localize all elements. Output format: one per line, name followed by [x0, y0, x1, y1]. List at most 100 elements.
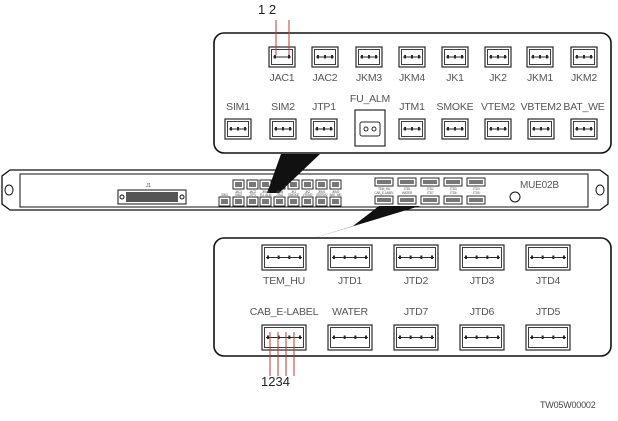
connector-jtd7-pin	[431, 335, 433, 339]
connector-jtm1-pin	[418, 127, 420, 131]
connector-water-pin	[354, 335, 357, 339]
connector-jac1-pin	[288, 55, 290, 59]
device-silk-row2: FU_ALM	[259, 193, 272, 197]
connector-jtd5-pin	[541, 335, 544, 339]
connector-jtd4-pin	[531, 255, 533, 259]
connector-fu-alm-pin	[371, 126, 377, 132]
device-silk-row2: VTEM2	[302, 193, 313, 197]
connector-sim1-pin	[237, 127, 239, 131]
device-silk-right-row2: JTD6	[449, 191, 457, 195]
connector-bat-we-pin	[576, 127, 578, 131]
device-silk-row2: SIM2	[235, 193, 242, 197]
label-jtd2: JTD2	[403, 275, 429, 287]
connector-tem-hu-pin	[288, 255, 291, 259]
device-silk-right-row2: WATER	[401, 191, 413, 195]
connector-cab-e-label-pin	[288, 335, 291, 339]
device-j1-label: J1	[146, 183, 151, 189]
device-silk-row1: JAC1	[235, 189, 242, 194]
device-port-fill	[446, 180, 460, 184]
device-silk-row2: SIM1	[221, 193, 228, 197]
label-jtd6: JTD6	[469, 306, 495, 318]
connector-smoke-pin	[454, 127, 456, 131]
device-port-fill	[318, 182, 325, 187]
device-port-fill	[290, 199, 297, 204]
device-port-fill	[377, 198, 391, 202]
connector-jtm1-pin	[411, 127, 413, 131]
connector-jtp1-pin	[330, 127, 332, 131]
connector-tem-hu-pin	[299, 255, 301, 259]
connector-vbtem2-pin	[533, 127, 535, 131]
connector-jkm1-pin	[539, 55, 541, 59]
device-port-fill	[235, 199, 242, 204]
connector-vtem2-pin	[504, 127, 506, 131]
device-silk-row1: JAC2	[249, 189, 256, 194]
connector-jk2-pin	[504, 55, 506, 59]
connector-jk1-pin	[454, 55, 456, 59]
label-sim1: SIM1	[226, 101, 250, 113]
label-tem-hu: TEM_HU	[263, 275, 305, 287]
connector-jtm1-pin	[404, 127, 406, 131]
connector-jtd6-pin	[486, 335, 489, 339]
connector-vbtem2-pin	[540, 127, 542, 131]
pin-markers-top: 1 2	[258, 2, 277, 17]
connector-cab-e-label-pin	[299, 335, 301, 339]
connector-fu-alm-pin	[363, 126, 369, 132]
device-silk-right-row1: JTD4	[472, 187, 480, 191]
label-jkm2: JKM2	[570, 72, 598, 84]
label-jkm4: JKM4	[398, 72, 426, 84]
connector-jtd4-pin	[563, 255, 565, 259]
device-silk-row1: JK1	[291, 189, 296, 194]
device-port-fill	[304, 182, 311, 187]
connector-jac2-pin	[331, 55, 333, 59]
connector-jtd2-pin	[409, 255, 412, 259]
connector-water-pin	[333, 335, 335, 339]
connector-jtd3-pin	[465, 255, 467, 259]
device-silk-right-row2: CAB_E-LABEL	[374, 191, 394, 195]
label-jtd4: JTD4	[535, 275, 561, 287]
connector-jac1-pin	[274, 55, 276, 59]
label-jk2: JK2	[489, 72, 507, 84]
connector-jtd3-pin	[486, 255, 489, 259]
connector-jk1-pin	[461, 55, 463, 59]
connector-jkm4-pin	[411, 55, 413, 59]
device-silk-right-row1: JTD1	[403, 187, 411, 191]
device-silk-row1: JKM3	[261, 189, 270, 194]
connector-jtd5-pin	[563, 335, 565, 339]
connector-tem-hu-pin	[277, 255, 280, 259]
connector-jtd3-pin	[497, 255, 499, 259]
bottom-detail-panel	[213, 237, 612, 357]
label-vtem2: VTEM2	[480, 101, 516, 113]
label-vbtem2: VBTEM2	[520, 101, 562, 113]
label-water: WATER	[332, 306, 368, 318]
connector-jkm2-pin	[576, 55, 578, 59]
label-cab-e-label: CAB_E-LABEL	[249, 306, 319, 318]
connector-water-pin	[343, 335, 346, 339]
device-port-fill	[469, 198, 483, 202]
label-jkm1: JKM1	[526, 72, 554, 84]
connector-jtd2-pin	[420, 255, 423, 259]
connector-jac2-pin	[317, 55, 319, 59]
mount-hole-right	[595, 184, 605, 196]
device-port-fill	[318, 199, 325, 204]
label-bat-we: BAT_WE	[563, 101, 605, 113]
connector-tem-hu-pin	[267, 255, 269, 259]
connector-jtd5-pin	[552, 335, 555, 339]
device-silk-right-row1: TEM_HU	[378, 187, 390, 191]
connector-jtd1-pin	[343, 255, 346, 259]
connector-bat-we-pin	[583, 127, 585, 131]
connector-vbtem2-pin	[547, 127, 549, 131]
device-port-fill	[290, 182, 297, 187]
device-silk-row1: JKM1	[317, 189, 326, 194]
device-port-fill	[249, 199, 256, 204]
label-jac1: JAC1	[269, 72, 295, 84]
label-jtm1: JTM1	[399, 101, 425, 113]
connector-jtd6-pin	[497, 335, 499, 339]
connector-jkm1-pin	[546, 55, 548, 59]
connector-sim2-pin	[289, 127, 291, 131]
label-fu-alm: FU_ALM	[349, 93, 391, 105]
connector-jac2-pin	[324, 55, 326, 59]
connector-jk1-pin	[447, 55, 449, 59]
device-port-fill	[262, 199, 269, 204]
db-screw	[119, 194, 125, 200]
